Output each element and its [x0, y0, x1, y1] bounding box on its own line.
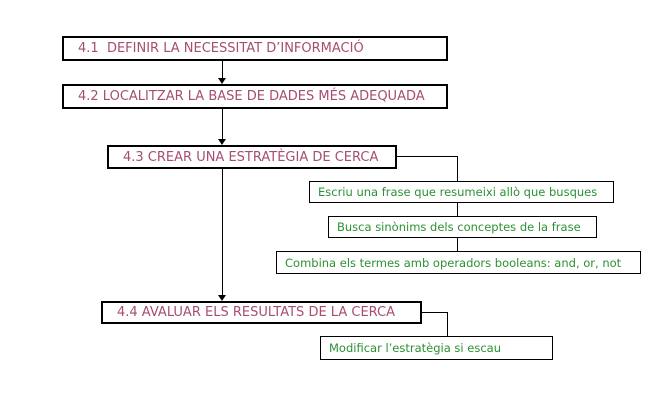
arrow-down-icon — [218, 295, 226, 301]
connector-4-3-to-4-4 — [222, 169, 223, 296]
step-label-4-2: 4.2 LOCALITZAR LA BASE DE DADES MÉS ADEQ… — [78, 89, 425, 104]
connector-substep-1-to-2 — [457, 203, 458, 216]
substep-box-boolean-operators: Combina els termes amb operadors boolean… — [276, 251, 641, 274]
substep-box-modify-strategy: Modificar l’estratègia si escau — [320, 336, 553, 360]
arrow-down-icon — [218, 139, 226, 145]
step-box-4-3: 4.3 CREAR UNA ESTRATÈGIA DE CERCA — [107, 145, 397, 169]
step-label-4-4: 4.4 AVALUAR ELS RESULTATS DE LA CERCA — [117, 305, 396, 320]
step-box-4-4: 4.4 AVALUAR ELS RESULTATS DE LA CERCA — [101, 301, 422, 324]
substep-box-write-phrase: Escriu una frase que resumeixi allò que … — [309, 181, 614, 203]
substep-label-find-synonyms: Busca sinònims dels conceptes de la fras… — [337, 220, 581, 234]
substep-label-write-phrase: Escriu una frase que resumeixi allò que … — [318, 185, 598, 199]
connector-4-4-elbow-horizontal — [422, 312, 447, 313]
step-box-4-1: 4.1 DEFINIR LA NECESSITAT D’INFORMACIÓ — [62, 36, 448, 61]
substep-label-boolean-operators: Combina els termes amb operadors boolean… — [285, 255, 622, 270]
step-label-4-1: 4.1 DEFINIR LA NECESSITAT D’INFORMACIÓ — [78, 41, 364, 56]
substep-box-find-synonyms: Busca sinònims dels conceptes de la fras… — [328, 216, 597, 238]
connector-4-4-to-substep-4 — [447, 312, 448, 336]
connector-4-3-elbow-horizontal — [397, 156, 457, 157]
connector-4-2-to-4-3 — [222, 109, 223, 140]
substep-label-modify-strategy: Modificar l’estratègia si escau — [329, 341, 502, 355]
step-box-4-2: 4.2 LOCALITZAR LA BASE DE DADES MÉS ADEQ… — [62, 84, 448, 109]
connector-substep-2-to-3 — [457, 238, 458, 251]
connector-4-1-to-4-2 — [222, 61, 223, 79]
arrow-down-icon — [218, 78, 226, 84]
step-label-4-3: 4.3 CREAR UNA ESTRATÈGIA DE CERCA — [123, 149, 379, 165]
connector-4-3-to-substep-1 — [457, 156, 458, 181]
